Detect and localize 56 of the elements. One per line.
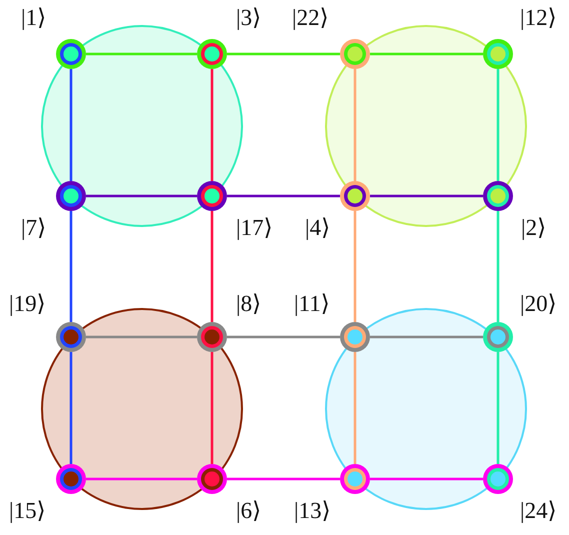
connector-line [70, 69, 72, 181]
state-label: |1⟩ [21, 6, 46, 29]
state-dot [340, 464, 370, 494]
connector-line [86, 478, 197, 480]
connector-line [227, 336, 340, 338]
state-dot [56, 322, 86, 352]
connector-line [210, 352, 214, 464]
state-label: |2⟩ [521, 216, 546, 239]
connector-line [86, 336, 197, 338]
connector-line [70, 352, 72, 464]
state-dot [340, 38, 370, 68]
connector-line [354, 69, 356, 181]
state-label: |12⟩ [520, 6, 557, 29]
connector-line [227, 194, 340, 198]
state-dot [196, 38, 226, 68]
state-label: |15⟩ [9, 499, 46, 522]
connector-line [210, 69, 214, 181]
state-dot [340, 322, 370, 352]
state-dot [482, 38, 512, 68]
state-dot [196, 322, 226, 352]
state-label: |8⟩ [236, 292, 262, 315]
connector-line [86, 52, 197, 56]
state-label: |3⟩ [236, 6, 262, 29]
state-dot [482, 180, 512, 210]
connector-line [227, 478, 340, 480]
connector-line [354, 352, 356, 464]
state-label: |13⟩ [294, 499, 331, 522]
state-label: |20⟩ [520, 292, 557, 315]
connector-line [496, 211, 500, 322]
state-label: |24⟩ [520, 499, 557, 522]
connector-line [496, 69, 500, 181]
connector-line [370, 52, 483, 56]
state-label: |19⟩ [9, 292, 46, 315]
state-dot [482, 322, 512, 352]
state-dot [56, 180, 86, 210]
state-dot [196, 180, 226, 210]
state-label: |17⟩ [236, 216, 273, 239]
state-dot [196, 464, 226, 494]
state-label: |7⟩ [21, 216, 46, 239]
state-dot [56, 38, 86, 68]
connector-line [70, 211, 72, 322]
connector-line [227, 52, 340, 56]
state-label: |6⟩ [236, 499, 262, 522]
connector-line [370, 194, 483, 198]
state-label: |22⟩ [292, 6, 329, 29]
state-dot [56, 464, 86, 494]
connector-line [370, 336, 483, 338]
state-dot [482, 464, 512, 494]
state-label: |4⟩ [305, 216, 330, 239]
connector-line [370, 478, 483, 480]
state-label: |11⟩ [294, 292, 330, 315]
connector-line [210, 211, 214, 322]
connector-line [496, 352, 500, 464]
connector-line [354, 211, 356, 322]
state-dot [340, 180, 370, 210]
connector-line [86, 194, 197, 198]
